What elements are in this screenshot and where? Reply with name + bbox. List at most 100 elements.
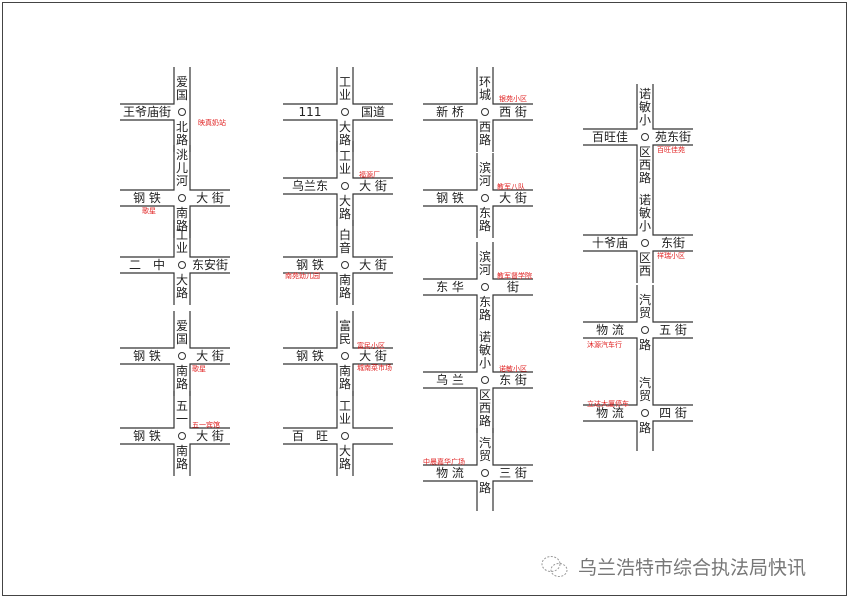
west-road-label: 物 流 [596,323,624,337]
south-road-label: 西路 [478,120,491,147]
road-edge [283,391,338,429]
west-road-label: 钢 铁 [436,191,464,205]
road-edge [652,190,693,236]
north-road-label: 工业 [338,75,351,102]
landmark-note: 沐源汽车行 [587,341,622,349]
landmark-note: 歌星 [192,365,206,373]
road-edge [583,420,638,451]
south-road-label: 北路 [175,120,188,147]
north-road-label: 富民 [338,319,351,346]
south-road-label: 区西路 [478,388,491,428]
west-road-label: 王爷庙街 [122,105,172,119]
south-road-label: 东路 [478,295,491,322]
roundabout-marker [641,409,649,417]
east-road-label: 大 街 [196,349,224,363]
road-edge [423,294,478,327]
roundabout-marker [178,194,186,202]
east-road-label: 四 街 [659,406,687,420]
north-road-label: 爱国 [175,319,188,346]
wechat-icon [541,555,568,577]
road-edge [189,363,230,396]
north-road-label: 洮儿河 [175,148,188,188]
road-edge [189,272,230,305]
road-edge [283,272,338,305]
east-road-label: 国道 [360,105,386,119]
road-edge [492,205,533,238]
road-edge [283,119,338,152]
east-road-label: 大 街 [359,179,387,193]
road-edge [120,67,175,105]
road-edge [492,119,533,152]
north-road-label: 汽贸 [638,293,651,320]
south-road-label: 南路 [175,444,188,471]
roundabout-marker [178,261,186,269]
west-road-label: 二 中 [128,258,166,272]
north-road-label: 诺敏小 [638,87,651,127]
east-road-label: 大 街 [359,349,387,363]
east-road-label: 大 街 [359,258,387,272]
road-edge [423,327,478,373]
road-edge [492,387,533,433]
road-edge [492,242,533,280]
road-edge [492,327,533,373]
road-edge [120,145,175,191]
north-road-label: 诺敏小 [638,193,651,233]
east-road-label: 五 街 [659,323,687,337]
road-edge [492,428,533,466]
west-road-label: 物 流 [436,466,464,480]
road-edge [423,119,478,152]
road-edge [352,220,393,258]
east-road-label: 大 街 [196,429,224,443]
south-road-label: 路 [478,481,491,495]
roundabout-marker [341,432,349,440]
road-edge [120,272,175,305]
landmark-note: 百旺佳苑 [657,146,685,154]
south-road-label: 大路 [338,444,351,471]
road-edge [189,391,230,429]
road-edge [352,311,393,349]
north-road-label: 工业 [338,149,351,176]
east-road-label: 西 街 [499,105,527,119]
west-road-label: 乌 兰 [436,373,464,387]
road-edge [652,420,693,451]
roundabout-marker [481,194,489,202]
south-road-label: 南路 [175,206,188,233]
road-edge [352,141,393,179]
east-road-label: 街 [506,280,520,294]
south-road-label: 东路 [478,206,491,233]
road-edge [120,119,175,152]
landmark-note: 歌星 [142,207,156,215]
road-edge [652,84,693,130]
south-road-label: 大路 [338,120,351,147]
north-road-label: 工业 [338,399,351,426]
road-edge [189,205,230,238]
south-road-label: 南路 [338,273,351,300]
road-edge [283,193,338,226]
road-edge [189,443,230,476]
road-edge [189,220,230,258]
north-road-label: 爱国 [175,75,188,102]
road-edge [423,242,478,280]
south-road-label: 南路 [338,364,351,391]
road-edge [423,387,478,433]
road-edge [120,363,175,396]
north-road-label: 诺敏小 [478,330,491,370]
road-edge [652,285,693,323]
east-road-label: 东 街 [499,373,527,387]
south-road-label: 路 [638,421,651,435]
road-edge [423,205,478,238]
west-road-label: 新 桥 [436,105,464,119]
east-road-label: 苑东街 [654,130,692,144]
north-road-label: 滨河 [478,161,491,188]
roundabout-marker [341,108,349,116]
roundabout-marker [341,182,349,190]
roundabout-marker [641,326,649,334]
east-road-label: 大 街 [499,191,527,205]
west-road-label: 百旺佳 [591,130,629,144]
landmark-note: 银苑小区 [499,95,527,103]
landmark-note: 诺敏小区 [499,365,527,373]
landmark-note: 祥瑞小区 [657,252,685,260]
road-edge [583,190,638,236]
